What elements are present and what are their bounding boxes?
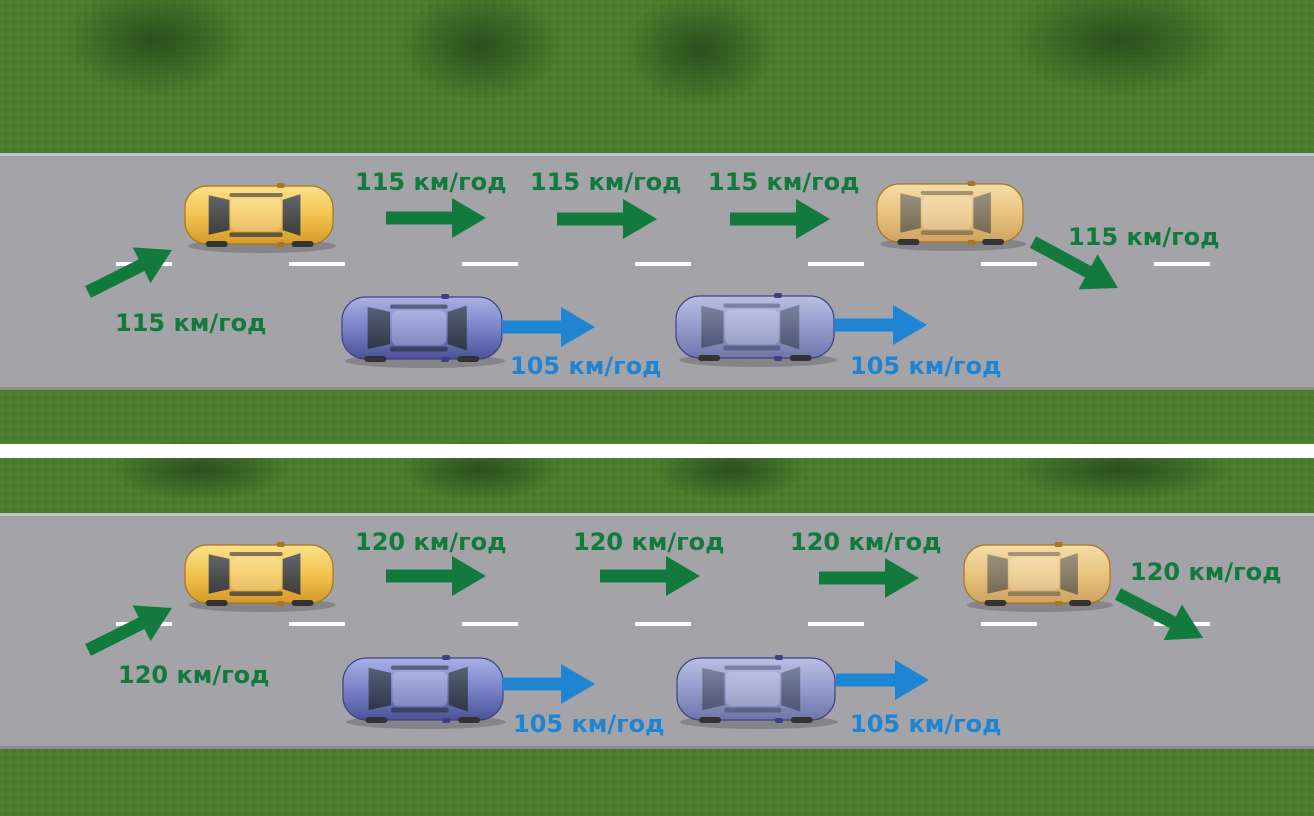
lane-dash	[635, 262, 691, 266]
green-speed-label: 120 км/год	[790, 528, 942, 556]
blue-direction-arrow	[834, 305, 927, 345]
lane-dash	[635, 622, 691, 626]
green-speed-label: 120 км/год	[573, 528, 725, 556]
overtaking-car-1	[184, 183, 336, 253]
green-speed-label: 115 км/год	[530, 168, 682, 196]
lane-dash	[981, 262, 1037, 266]
lane-dash	[289, 262, 345, 266]
blue-direction-arrow	[502, 664, 595, 704]
green-speed-label: 115 км/год	[115, 309, 267, 337]
panel-separator	[0, 444, 1314, 458]
green-speed-label: 115 км/год	[1068, 223, 1220, 251]
blue-speed-label: 105 км/год	[850, 352, 1002, 380]
green-speed-label: 120 км/год	[118, 661, 270, 689]
lane-dash	[462, 622, 518, 626]
green-direction-arrow	[819, 558, 919, 598]
overtaken-car-2	[675, 293, 837, 367]
blue-speed-label: 105 км/год	[513, 710, 665, 738]
blue-speed-label: 105 км/год	[510, 352, 662, 380]
green-speed-label: 120 км/год	[355, 528, 507, 556]
overtaking-car-2	[876, 181, 1026, 251]
green-speed-label: 120 км/год	[1130, 558, 1282, 586]
green-direction-arrow	[386, 556, 486, 596]
green-direction-arrow	[85, 247, 173, 298]
overtaken-car-1	[342, 655, 506, 729]
blue-speed-label: 105 км/год	[850, 710, 1002, 738]
tree-shadow	[625, 0, 775, 105]
lane-dash	[808, 622, 864, 626]
green-speed-label: 115 км/год	[708, 168, 860, 196]
green-direction-arrow	[1115, 588, 1203, 641]
lane-dash	[289, 622, 345, 626]
green-speed-label: 115 км/год	[355, 168, 507, 196]
scenario-panel-1: 115 км/год 115 км/год 115 км/год 115 км/год…	[0, 0, 1314, 444]
tree-shadow	[65, 0, 245, 95]
overtaking-car-2	[963, 542, 1113, 612]
green-direction-arrow	[730, 199, 830, 239]
lane-dash	[808, 262, 864, 266]
scenario-panel-2: 120 км/год 120 км/год 120 км/год 120 км/год…	[0, 440, 1314, 816]
overtaking-car-1	[184, 542, 336, 612]
tree-shadow	[400, 0, 560, 100]
green-direction-arrow	[386, 198, 486, 238]
green-direction-arrow	[1029, 236, 1118, 290]
green-direction-arrow	[85, 605, 173, 656]
blue-direction-arrow	[836, 660, 929, 700]
blue-direction-arrow	[502, 307, 595, 347]
lane-dash	[1154, 262, 1210, 266]
overtaken-car-2	[676, 655, 838, 729]
lane-dash	[981, 622, 1037, 626]
lane-dash	[462, 262, 518, 266]
overtaken-car-1	[341, 294, 505, 368]
green-direction-arrow	[557, 199, 657, 239]
green-direction-arrow	[600, 556, 700, 596]
tree-shadow	[1010, 0, 1230, 95]
